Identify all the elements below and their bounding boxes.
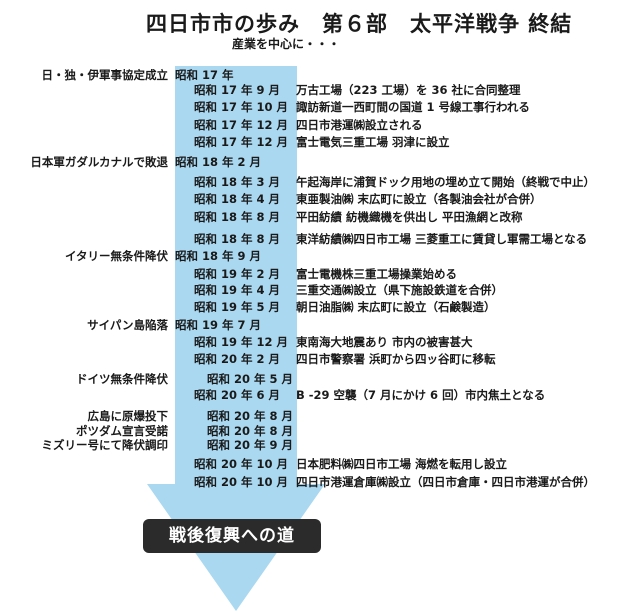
timeline-date: 昭和 17 年 12 月: [194, 135, 289, 149]
timeline-row: 日・独・伊軍事協定成立昭和 17 年: [0, 67, 640, 85]
postwar-banner: 戦後復興への道: [143, 519, 321, 553]
local-event: 午起海岸に浦賀ドック用地の埋め立て開始（終戦で中止）: [296, 175, 595, 189]
world-event: ポツダム宣言受諾: [76, 424, 168, 438]
timeline-row: 昭和 20 年 6 月 B -29 空襲（7 月にかけ 6 回）市内焦土となる: [0, 387, 640, 405]
timeline-row: 昭和 20 年 2 月 四日市警察署 浜町から四ッ谷町に移転: [0, 351, 640, 369]
timeline-date: 昭和 17 年 12 月: [194, 118, 289, 132]
timeline-row: 昭和 19 年 4 月 三重交通㈱設立（県下施設鉄道を合併）: [0, 282, 640, 300]
timeline-date: 昭和 18 年 4 月: [194, 192, 281, 206]
timeline-row: ドイツ無条件降伏 昭和 20 年 5 月: [0, 371, 640, 389]
timeline-date: 昭和 20 年 10 月: [194, 475, 289, 489]
local-event: B -29 空襲（7 月にかけ 6 回）市内焦土となる: [296, 388, 546, 402]
timeline-row: ミズリー号にて降伏調印 昭和 20 年 9 月: [0, 437, 640, 455]
local-event: 三重交通㈱設立（県下施設鉄道を合併）: [296, 283, 503, 297]
timeline-row: 昭和 17 年 12 月富士電気三重工場 羽津に設立: [0, 134, 640, 152]
timeline-row: サイパン島陥落昭和 19 年 7 月: [0, 317, 640, 335]
page-subtitle: 産業を中心に・・・: [232, 37, 341, 51]
timeline-date: 昭和 19 年 2 月: [194, 267, 281, 281]
timeline-date: 昭和 20 年 6 月: [194, 388, 281, 402]
local-event: 平田紡績 紡機織機を供出し 平田漁網と改称: [296, 210, 523, 224]
local-event: 富士電機株三重工場操業始める: [296, 267, 457, 281]
timeline-date: 昭和 20 年 8 月: [207, 424, 294, 438]
timeline-date: 昭和 18 年 8 月: [194, 232, 281, 246]
timeline-date: 昭和 19 年 7 月: [175, 318, 262, 332]
timeline-date: 昭和 17 年 10 月: [194, 100, 289, 114]
timeline-row: 昭和 20 年 10 月四日市港運倉庫㈱設立（四日市倉庫・四日市港運が合併）: [0, 474, 640, 492]
world-event: 日本軍ガダルカナルで敗退: [30, 155, 168, 169]
local-event: 富士電気三重工場 羽津に設立: [296, 135, 450, 149]
local-event: 四日市港運㈱設立される: [296, 118, 423, 132]
timeline-row: 昭和 19 年 5 月 朝日油脂㈱ 末広町に設立（石鹸製造）: [0, 299, 640, 317]
local-event: 諏訪新道一西町間の国道 1 号線工事行われる: [296, 100, 530, 114]
timeline-row: 昭和 18 年 4 月 東亜製油㈱ 末広町に設立（各製油会社が合併）: [0, 191, 640, 209]
world-event: ミズリー号にて降伏調印: [41, 438, 169, 452]
local-event: 万古工場（223 工場）を 36 社に合同整理: [296, 83, 521, 97]
timeline-row: イタリー無条件降伏昭和 18 年 9 月: [0, 248, 640, 266]
timeline-arrow: [147, 66, 325, 611]
timeline-date: 昭和 18 年 9 月: [175, 249, 262, 263]
timeline-row: 昭和 17 年 12 月四日市港運㈱設立される: [0, 117, 640, 135]
world-event: 日・独・伊軍事協定成立: [41, 68, 169, 82]
local-event: 四日市警察署 浜町から四ッ谷町に移転: [296, 352, 496, 366]
timeline-row: 昭和 18 年 8 月 平田紡績 紡機織機を供出し 平田漁網と改称: [0, 209, 640, 227]
timeline-row: 広島に原爆投下 昭和 20 年 8 月: [0, 408, 640, 426]
timeline-row: ポツダム宣言受諾 昭和 20 年 8 月: [0, 423, 640, 441]
timeline-date: 昭和 20 年 9 月: [207, 438, 294, 452]
local-event: 東亜製油㈱ 末広町に設立（各製油会社が合併）: [296, 192, 542, 206]
timeline-date: 昭和 20 年 5 月: [207, 372, 294, 386]
arrow-shape: [147, 66, 325, 611]
timeline-row: 昭和 17 年 10 月諏訪新道一西町間の国道 1 号線工事行われる: [0, 99, 640, 117]
timeline-row: 昭和 19 年 2 月 富士電機株三重工場操業始める: [0, 266, 640, 284]
timeline-date: 昭和 20 年 2 月: [194, 352, 281, 366]
local-event: 東洋紡績㈱四日市工場 三菱重工に賃貸し軍需工場となる: [296, 232, 588, 246]
timeline-date: 昭和 19 年 4 月: [194, 283, 281, 297]
world-event: 広島に原爆投下: [87, 409, 169, 423]
timeline-row: 昭和 18 年 3 月 午起海岸に浦賀ドック用地の埋め立て開始（終戦で中止）: [0, 174, 640, 192]
timeline-row: 昭和 20 年 10 月日本肥料㈱四日市工場 海燃を転用し設立: [0, 456, 640, 474]
local-event: 日本肥料㈱四日市工場 海燃を転用し設立: [296, 457, 508, 471]
timeline-date: 昭和 17 年: [175, 68, 234, 82]
local-event: 東南海大地震あり 市内の被害甚大: [296, 335, 473, 349]
timeline-date: 昭和 17 年 9 月: [194, 83, 281, 97]
timeline-row: 昭和 17 年 9 月 万古工場（223 工場）を 36 社に合同整理: [0, 82, 640, 100]
local-event: 四日市港運倉庫㈱設立（四日市倉庫・四日市港運が合併）: [296, 475, 595, 489]
world-event: ドイツ無条件降伏: [76, 372, 168, 386]
timeline-date: 昭和 18 年 3 月: [194, 175, 281, 189]
timeline-row: 日本軍ガダルカナルで敗退昭和 18 年 2 月: [0, 154, 640, 172]
timeline-row: 昭和 19 年 12 月東南海大地震あり 市内の被害甚大: [0, 334, 640, 352]
timeline-date: 昭和 19 年 5 月: [194, 300, 281, 314]
timeline-row: 昭和 18 年 8 月 東洋紡績㈱四日市工場 三菱重工に賃貸し軍需工場となる: [0, 231, 640, 249]
world-event: サイパン島陥落: [87, 318, 168, 332]
world-event: イタリー無条件降伏: [64, 249, 168, 263]
page-title: 四日市市の歩み 第６部 太平洋戦争 終結: [146, 12, 573, 36]
timeline-date: 昭和 18 年 8 月: [194, 210, 281, 224]
timeline-date: 昭和 20 年 10 月: [194, 457, 289, 471]
timeline-date: 昭和 18 年 2 月: [175, 155, 262, 169]
local-event: 朝日油脂㈱ 末広町に設立（石鹸製造）: [296, 300, 496, 314]
timeline-date: 昭和 19 年 12 月: [194, 335, 289, 349]
timeline-date: 昭和 20 年 8 月: [207, 409, 294, 423]
